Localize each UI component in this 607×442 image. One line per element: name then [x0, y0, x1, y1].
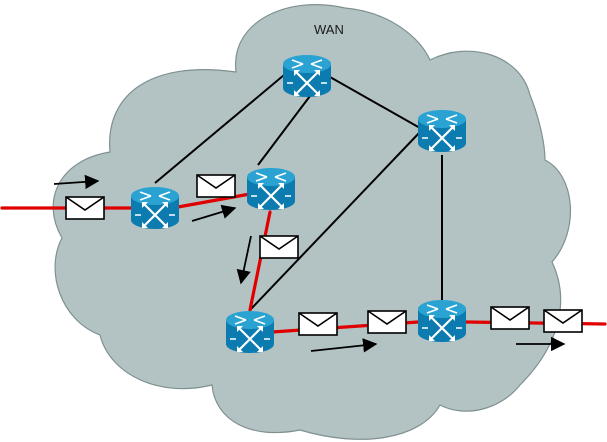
envelope-icon [65, 196, 105, 220]
link-left-top [154, 69, 291, 184]
flow-arrows [53, 174, 566, 353]
router-top-icon[interactable] [281, 53, 333, 99]
link-top-right [329, 76, 421, 129]
wan-label: WAN [314, 22, 344, 37]
envelope-icon [259, 235, 299, 259]
envelope-icon [367, 310, 407, 334]
envelope-icon [543, 309, 583, 333]
router-mid-icon[interactable] [245, 166, 297, 212]
router-left-icon[interactable] [129, 185, 181, 231]
arrow-icon [191, 204, 237, 222]
arrow-icon [236, 235, 252, 285]
links-black [154, 69, 443, 311]
arrow-icon [53, 174, 100, 190]
red-link-left-mid [176, 192, 252, 209]
envelope-icon [490, 306, 530, 330]
red-link-external-right [464, 320, 607, 326]
router-bottom-right-icon[interactable] [416, 298, 468, 344]
router-bottom-left-icon[interactable] [224, 309, 276, 355]
link-mid-top [257, 95, 311, 166]
envelope-icon [196, 174, 236, 198]
link-right-bottomleft [249, 131, 421, 311]
red-link-mid-bottomleft [248, 210, 272, 312]
router-right-icon[interactable] [416, 108, 468, 154]
arrow-icon [310, 338, 378, 353]
envelope-icon [298, 312, 338, 336]
